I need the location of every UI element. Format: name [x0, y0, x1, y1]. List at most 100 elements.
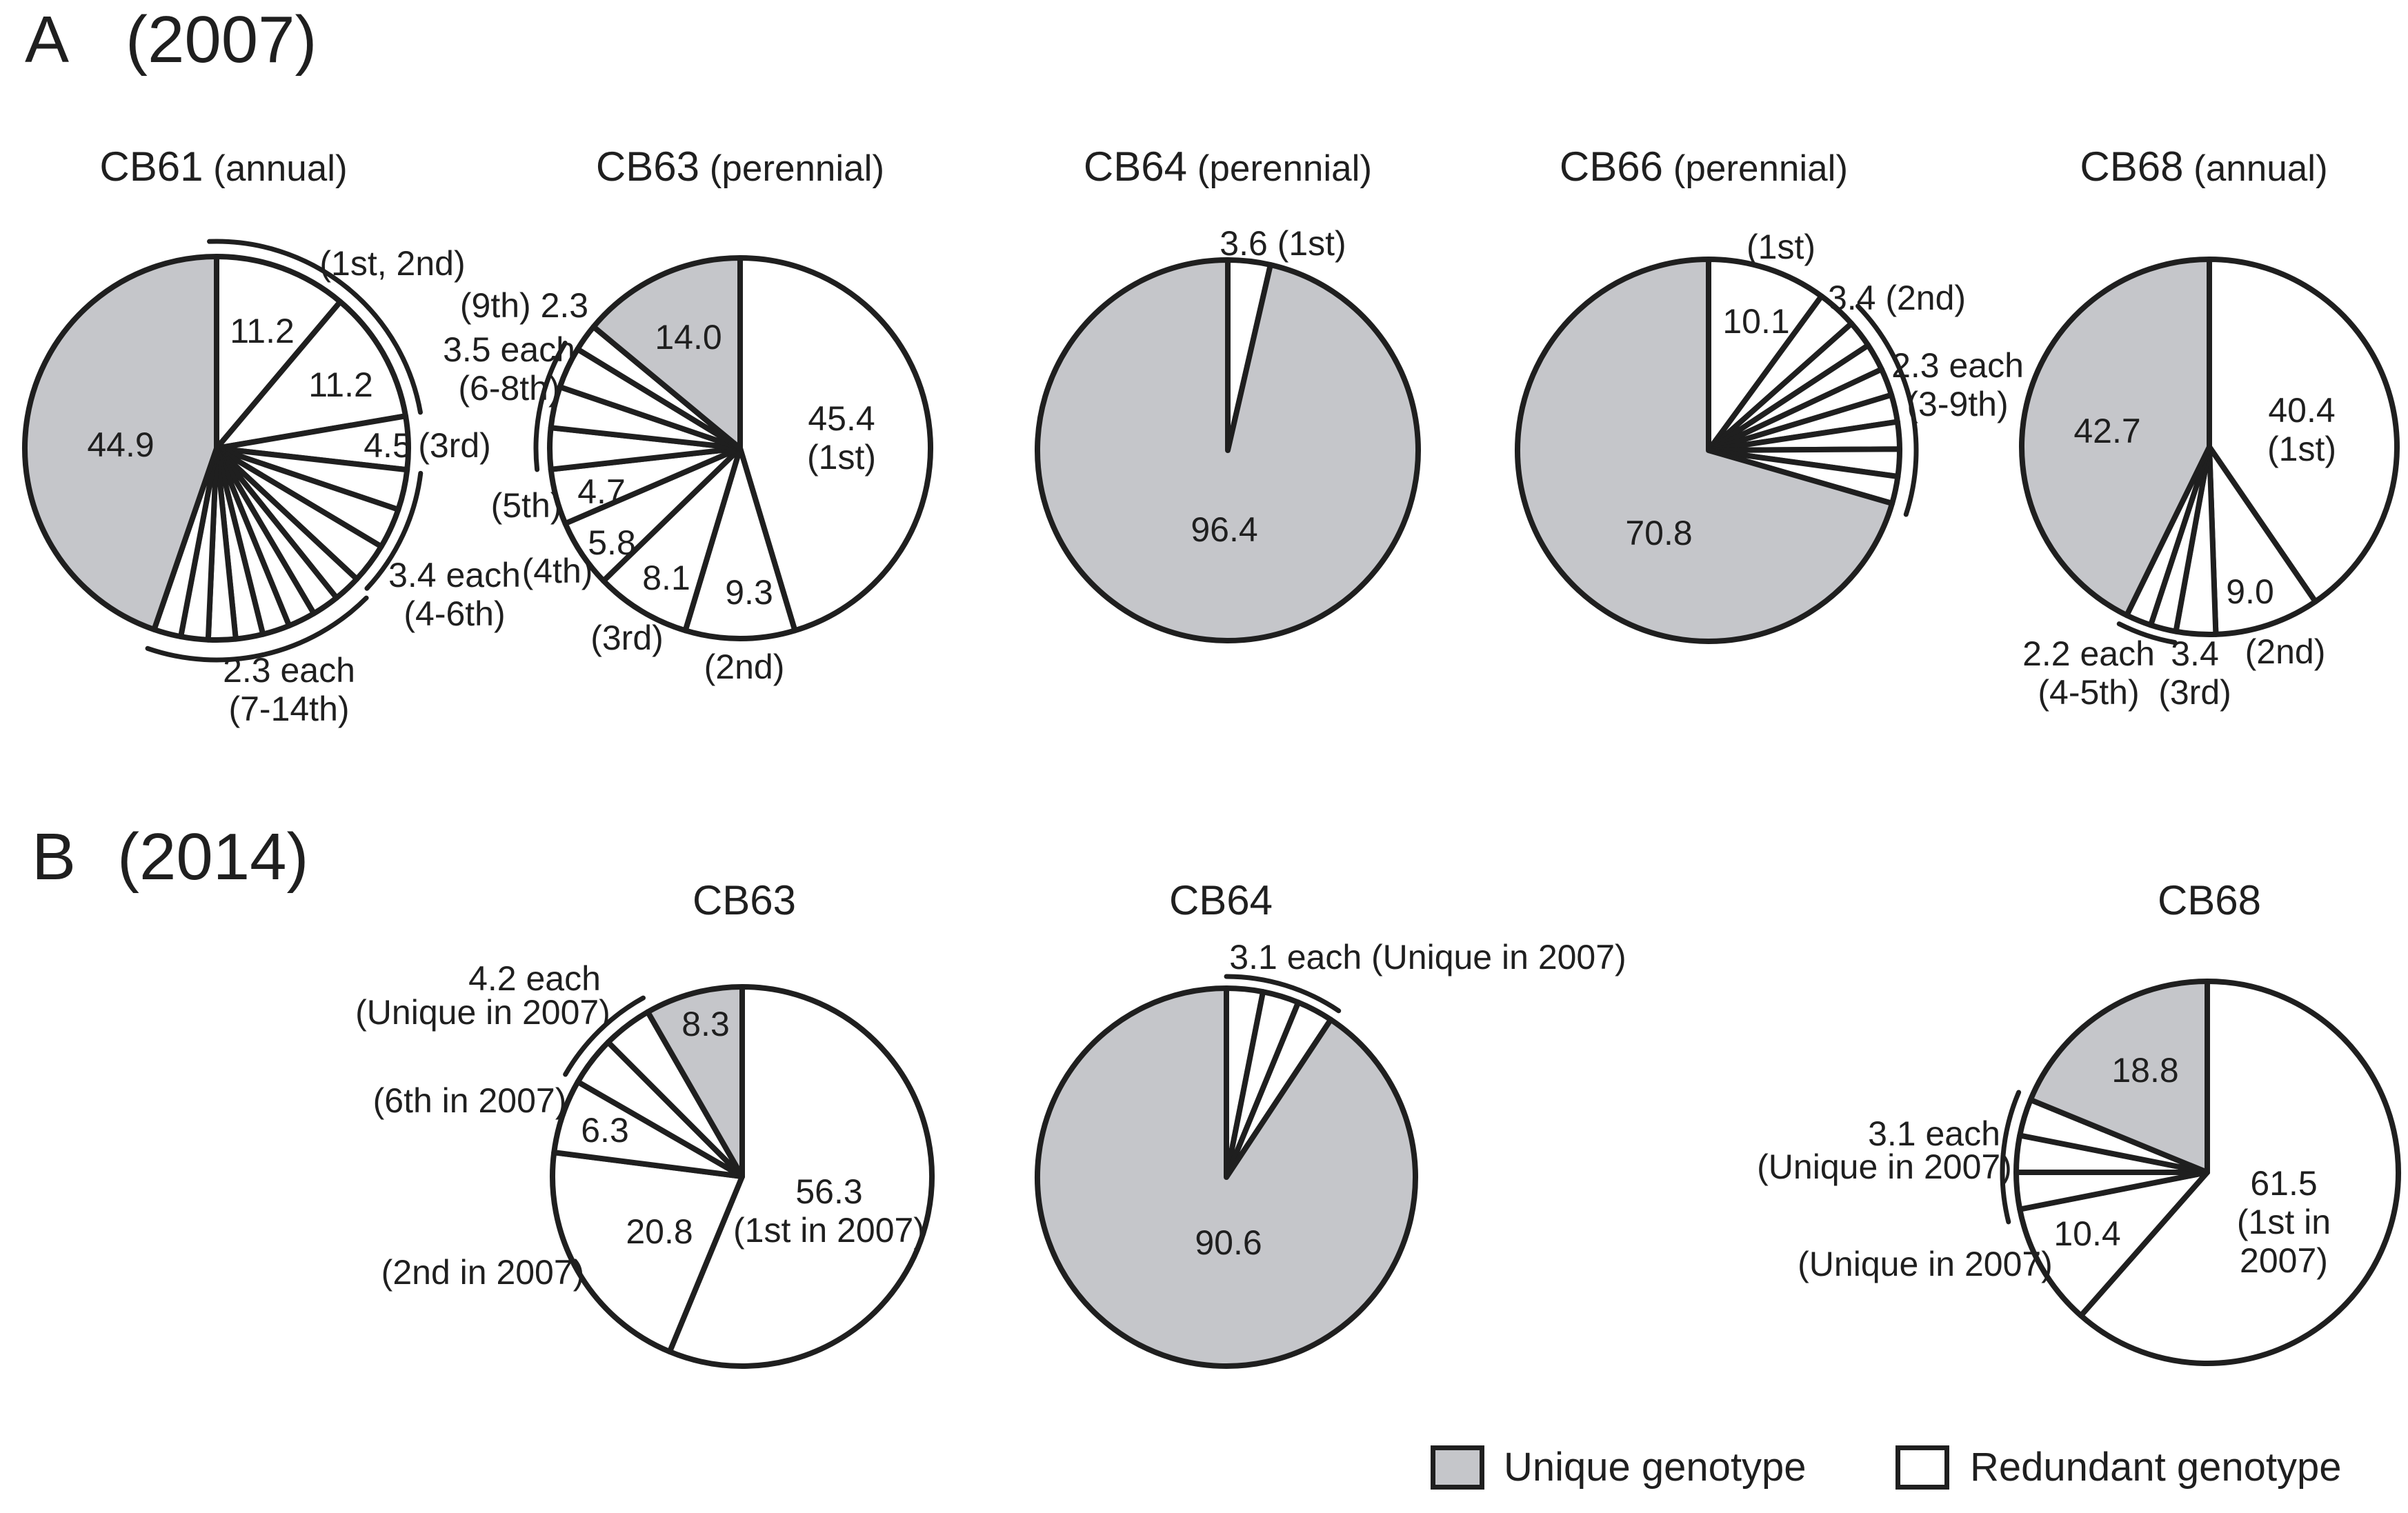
pie-slice-redundant — [550, 1150, 745, 1355]
pie-svg-cb68-2014 — [2000, 979, 2401, 1366]
pie-slice-unique — [645, 984, 745, 1179]
unique-genotype-swatch — [1431, 1445, 1484, 1490]
slice-value-label: 8.3 — [681, 1005, 730, 1043]
slice-value-label: 42.7 — [2073, 412, 2141, 450]
slice-value-label: 11.2 — [308, 365, 373, 404]
pie-slice-redundant — [2017, 1170, 2210, 1319]
slice-annotation-label: (3rd) — [418, 426, 491, 465]
slice-value-label: 90.6 — [1195, 1223, 1262, 1262]
pie-title-code: CB68 — [2157, 877, 2262, 923]
slice-value-label: 3.6 (1st) — [1220, 224, 1346, 263]
pie-slice-redundant — [2207, 257, 2400, 605]
pie-slice-redundant — [2078, 979, 2401, 1366]
pie-title-qualifier: (perennial) — [699, 148, 885, 189]
unique-genotype-label: Unique genotype — [1504, 1445, 1807, 1490]
pie-slice-redundant — [1706, 257, 1824, 453]
slice-value-label: 61.5 (1st in 2007) — [2236, 1164, 2331, 1280]
slice-value-label: 3.1 each (Unique in 2007) — [1229, 938, 1626, 976]
pie-title-cb66-2007: CB66 (perennial) — [1560, 146, 1848, 188]
panel-b-letter: B — [32, 820, 77, 894]
pie-slice-unique — [1515, 257, 1895, 644]
slice-annotation-label: (3rd) — [590, 619, 664, 657]
pie-title-code: CB61 — [99, 143, 203, 190]
pie-svg-cb63-2007 — [533, 255, 933, 641]
slice-value-label: 70.8 — [1625, 514, 1693, 552]
pie-slice-unique — [2019, 257, 2212, 619]
slice-value-label: 10.1 — [1722, 302, 1790, 341]
slice-value-label: 2.3 each (3-9th) — [1891, 346, 2024, 423]
group-annotation-arc — [145, 595, 369, 663]
slice-value-label: 10.4 — [2053, 1214, 2121, 1253]
slice-value-label: 56.3 (1st in 2007) — [733, 1172, 925, 1250]
panel-a-letter: A — [25, 3, 70, 77]
redundant-genotype-label: Redundant genotype — [1970, 1445, 2342, 1490]
slice-value-label: 44.9 — [87, 425, 155, 464]
slice-value-label: 3.1 each — [1868, 1114, 2000, 1153]
pie-slice-redundant — [214, 254, 344, 451]
pie-title-code: CB66 — [1559, 143, 1663, 190]
slice-value-label: 5.8 — [588, 523, 636, 562]
pie-title-qualifier: (perennial) — [1663, 148, 1849, 189]
slice-value-label: 3.5 each (6-8th) — [443, 330, 575, 408]
group-annotation-arc — [563, 995, 646, 1077]
slice-annotation-label: (Unique in 2007) — [1757, 1148, 2012, 1186]
pie-slice-redundant — [214, 299, 409, 451]
slice-value-label: 11.2 — [230, 312, 295, 350]
pie-title-cb64-2007: CB64 (perennial) — [1084, 146, 1372, 188]
pie-svg-cb66-2007 — [1515, 257, 1919, 644]
slice-value-label: 4.2 each — [468, 959, 601, 998]
pie-svg-cb63-2014 — [550, 984, 935, 1369]
slice-value-label: 3.4 (2nd) — [1827, 279, 1967, 317]
pie-title-code: CB64 — [1168, 877, 1273, 923]
pie-title-qualifier: (perennial) — [1187, 148, 1373, 189]
slice-annotation-label: (9th) 2.3 — [459, 286, 589, 325]
slice-annotation-label: (1st, 2nd) — [319, 244, 466, 283]
slice-value-label: 40.4 (1st) — [2267, 391, 2336, 468]
pie-svg-cb64-2007 — [1035, 257, 1421, 643]
slice-annotation-label: (2nd) — [704, 648, 785, 686]
pie-title-code: CB64 — [1083, 143, 1187, 190]
pie-svg-cb68-2007 — [2019, 257, 2400, 645]
slice-value-label: 96.4 — [1191, 510, 1258, 549]
group-annotation-arc — [207, 239, 423, 415]
pie-slice-unique — [2027, 979, 2210, 1175]
slice-value-label: 3.4 (3rd) — [2158, 634, 2231, 712]
pie-slice-redundant — [666, 984, 935, 1369]
panel-b-year: (2014) — [117, 820, 309, 894]
slice-annotation-label: (1st) — [1747, 228, 1815, 266]
slice-value-label: 9.0 — [2226, 572, 2274, 611]
slice-value-label: 20.8 — [626, 1212, 693, 1251]
slice-annotation-label: (6th in 2007) — [372, 1081, 567, 1120]
pie-slice-redundant — [2207, 444, 2318, 637]
pie-slice-unique — [590, 255, 743, 451]
slice-annotation-label: (4th) — [521, 552, 593, 590]
pie-slice-unique — [1035, 985, 1418, 1369]
pie-slice-redundant — [737, 255, 933, 634]
pie-slice-redundant — [682, 445, 798, 641]
pie-slice-unique — [1035, 257, 1421, 643]
slice-value-label: 9.3 — [725, 573, 773, 612]
pie-title-cb64-2014: CB64 — [1169, 880, 1273, 921]
pie-title-qualifier: (annual) — [203, 148, 348, 189]
group-annotation-arc — [533, 341, 568, 472]
panel-a-year: (2007) — [126, 3, 317, 77]
group-annotation-arc — [1224, 974, 1342, 1014]
slice-annotation-label: (2nd in 2007) — [381, 1253, 585, 1292]
pie-title-cb68-2007: CB68 (annual) — [2080, 146, 2327, 188]
pie-title-cb68-2014: CB68 — [2158, 880, 2261, 921]
slice-value-label: 45.4 (1st) — [807, 399, 876, 477]
pie-svg-cb64-2014 — [1035, 974, 1418, 1369]
group-annotation-arc — [1855, 303, 1919, 517]
group-annotation-arc — [2000, 1090, 2022, 1225]
slice-annotation-label: (5th) — [490, 486, 562, 525]
slice-value-label: 6.3 — [581, 1111, 629, 1150]
pie-svg-cb61-2007 — [22, 239, 424, 663]
slice-annotation-label: (Unique in 2007) — [1798, 1245, 2053, 1283]
pie-title-cb61-2007: CB61 (annual) — [99, 146, 347, 188]
group-annotation-arc — [364, 470, 424, 591]
slice-value-label: 2.2 each (4-5th) — [2022, 634, 2155, 712]
pie-title-qualifier: (annual) — [2183, 148, 2328, 189]
pie-slice-redundant — [600, 445, 743, 634]
group-annotation-arc — [2116, 621, 2178, 645]
slice-value-label: 4.7 — [577, 472, 626, 511]
